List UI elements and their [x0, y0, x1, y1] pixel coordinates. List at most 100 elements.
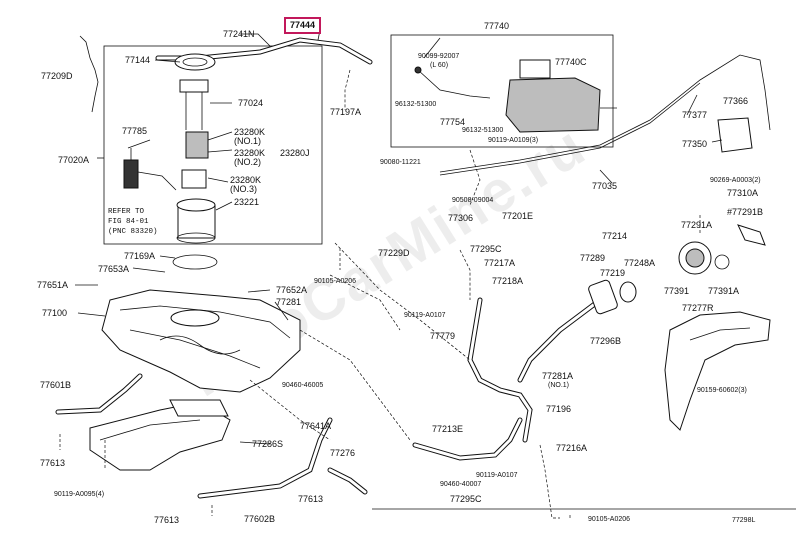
label-77217A: 77217A: [484, 258, 516, 268]
label-77024: 77024: [238, 98, 264, 108]
label-90105-a: 90105-A0206: [314, 278, 357, 285]
label-90460-a: 90460-46005: [282, 382, 324, 389]
label-77602B: 77602B: [244, 514, 276, 524]
bracket-77291B: [737, 224, 766, 246]
label-77740: 77740: [484, 21, 510, 31]
label-90460-b: 90460-40007: [440, 481, 482, 488]
refer-note-line3: (PNC 83320): [108, 228, 158, 236]
label-23280K-1-note: (NO.1): [234, 136, 261, 146]
label-23280J: 23280J: [280, 148, 310, 158]
label-77286S: 77286S: [252, 439, 284, 449]
pump-assembly-frame: [103, 45, 323, 245]
label-90119-c: 90119-A0107: [476, 472, 518, 479]
label-90105-b: 90105-A0206: [588, 516, 631, 523]
label-77653A: 77653A: [98, 264, 130, 274]
label-77020A: 77020A: [58, 155, 90, 165]
wire-77209D: [79, 35, 99, 113]
label-23280K-2-note: (NO.2): [234, 157, 261, 167]
label-77754: 77754: [440, 117, 466, 127]
label-77219: 77219: [600, 268, 626, 278]
label-77291B: #77291B: [727, 207, 764, 217]
label-77613-mid: 77613: [298, 494, 324, 504]
fuel-tank-77100: [101, 289, 301, 393]
label-77350: 77350: [682, 139, 708, 149]
diagram-code: 77298L: [732, 517, 756, 524]
label-23221: 23221: [234, 197, 260, 207]
label-77391: 77391: [664, 286, 690, 296]
label-77291A: 77291A: [681, 220, 713, 230]
label-90119-b: 90119-A0107: [404, 312, 446, 319]
label-77785: 77785: [122, 126, 148, 136]
label-77216A: 77216A: [556, 443, 588, 453]
gasket-77391A: [714, 254, 730, 270]
label-77197A: 77197A: [330, 107, 362, 117]
label-77651A: 77651A: [37, 280, 69, 290]
label-77214: 77214: [602, 231, 628, 241]
label-77229D: 77229D: [378, 248, 410, 258]
label-77209D: 77209D: [41, 71, 73, 81]
label-77218A: 77218A: [492, 276, 524, 286]
label-77144: 77144: [125, 55, 151, 65]
hose-77213E: [412, 417, 523, 461]
vapor-line-77035: [439, 54, 771, 173]
label-23280K-1: 23280K: [234, 127, 266, 137]
label-77295C-bottom: 77295C: [450, 494, 482, 504]
label-77306: 77306: [448, 213, 474, 223]
label-77366: 77366: [723, 96, 749, 106]
fuel-filler-door-77350: [717, 117, 753, 153]
label-23280K-3: 23280K: [230, 175, 262, 185]
gasket-77169A: [172, 254, 218, 270]
filler-neck-77289: [588, 279, 618, 315]
label-77169A: 77169A: [124, 251, 156, 261]
label-77241N: 77241N: [223, 29, 255, 39]
label-90119-a: 90119-A0109(3): [488, 137, 539, 144]
filler-pipe: [517, 297, 603, 383]
refer-note-line2: FIG 84-01: [108, 218, 149, 226]
label-77740C: 77740C: [555, 57, 587, 67]
label-77281A: 77281A: [542, 371, 574, 381]
label-77601B: 77601B: [40, 380, 72, 390]
label-77310A: 77310A: [727, 188, 759, 198]
ring-77219: [619, 281, 637, 303]
pump-flange: [179, 79, 209, 93]
label-90269: 90269-A0003(2): [710, 177, 761, 184]
label-77613-bottom: 77613: [154, 515, 180, 525]
charcoal-canister-77740: [505, 77, 601, 133]
label-90508: 90508-09004: [452, 197, 494, 204]
label-77213E: 77213E: [432, 424, 464, 434]
label-77295C-top: 77295C: [470, 244, 502, 254]
label-90099-92007: 90099-92007: [418, 53, 460, 60]
refer-note-line1: REFER TO: [108, 208, 145, 216]
label-77779: 77779: [430, 331, 456, 341]
pump-bracket: [181, 169, 207, 189]
label-77281: 77281: [276, 297, 302, 307]
label-77296B: 77296B: [590, 336, 622, 346]
label-77100: 77100: [42, 308, 68, 318]
label-77248A: 77248A: [624, 258, 656, 268]
label-77377: 77377: [682, 110, 708, 120]
label-77277R: 77277R: [682, 303, 714, 313]
label-90159: 90159-60602(3): [697, 387, 747, 394]
label-77613-left: 77613: [40, 458, 66, 468]
label-77035: 77035: [592, 181, 618, 191]
label-96132-b: 96132-51300: [462, 127, 504, 134]
label-77276: 77276: [330, 448, 356, 458]
label-23280K-3-note: (NO.3): [230, 184, 257, 194]
label-77201E: 77201E: [502, 211, 534, 221]
fuel-pump-motor: [185, 131, 209, 159]
label-77641A: 77641A: [300, 421, 332, 431]
label-77391A: 77391A: [708, 286, 740, 296]
label-77196: 77196: [546, 404, 572, 414]
label-77652A: 77652A: [276, 285, 308, 295]
label-90119-d: 90119-A0095(4): [54, 491, 105, 498]
label-90080: 90080-11221: [380, 159, 421, 166]
lock-ring-77144: [174, 53, 216, 71]
label-96132-a: 96132-51300: [395, 101, 437, 108]
label-77444-highlight[interactable]: 77444: [284, 17, 322, 34]
label-77281A-note: (NO.1): [548, 382, 569, 389]
label-90099-note: (L 60): [430, 62, 449, 69]
label-23280K-2: 23280K: [234, 148, 266, 158]
label-77289: 77289: [580, 253, 606, 263]
